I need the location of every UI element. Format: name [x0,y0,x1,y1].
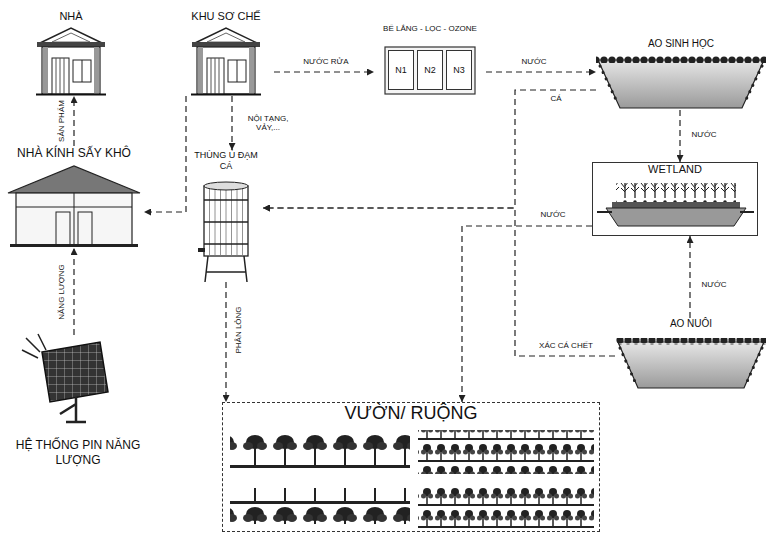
node-label: WETLAND [648,163,702,176]
edge-label: NƯỚC [519,57,548,66]
edge-label: SẢN PHẨM [57,98,66,144]
node-label: AO NUÔI [670,318,712,330]
node-label: HỆ THỐNG PIN NĂNG LƯỢNG [13,438,143,467]
solar-node: HỆ THỐNG PIN NĂNG LƯỢNG [13,335,143,467]
edge-label: NĂNG LƯỢNG [57,262,66,321]
flow-arrow [73,248,74,335]
flow-arrow [231,96,232,150]
flow-arrow [144,96,186,212]
greenhouse-icon [8,166,140,247]
house-node: NHÀ [30,10,112,96]
edge-label: XÁC CÁ CHẾT [537,341,595,350]
tank-node: THÙNG Ủ ĐẠM CÁ [189,150,263,282]
flow-arrow [274,71,374,72]
tank-node: BỂ LẮNG - LỌC - OZONE N1 N2 N3 [374,24,486,96]
node-label: AO SINH HỌC [648,38,714,50]
edge-label: NƯỚC [538,210,567,219]
flow-arrow [263,90,596,208]
edge-label: PHÂN LỎNG [234,304,243,355]
garden-box: VƯỜN/ RUỘNG [222,402,600,532]
plants-icon [230,430,594,528]
pond-node: AO SINH HỌC [596,38,766,110]
node-label: N2 [424,65,436,76]
node-label: N3 [453,65,465,76]
pond-icon [616,338,766,388]
chamber-box: N1 [388,50,414,90]
chamber-box: N2 [417,50,443,90]
node-label: BỂ LẮNG - LỌC - OZONE [383,24,477,34]
flow-arrow [73,96,74,146]
house-icon [191,28,261,95]
flow-arrow [689,236,690,318]
edge-label: NƯỚC [689,130,718,139]
pond-node: AO NUÔI [615,318,767,390]
greenhouse-node: NHÀ KÍNH SẤY KHÔ [4,146,144,248]
flow-arrow [225,282,226,402]
node-label: THÙNG Ủ ĐẠM CÁ [189,150,263,172]
solar-panel-icon [22,334,108,422]
edge-label: NƯỚC RỬA [301,57,350,66]
edge-label: NỘI TẠNG, VẢY,... [237,114,299,132]
wetland-box: WETLAND [592,162,758,236]
chamber-box: N3 [446,50,472,90]
tank-icon [198,182,248,282]
house-icon [36,28,106,95]
edge-label: CÁ [548,94,563,103]
flow-arrow [263,208,615,356]
flow-arrow [462,226,592,402]
edge-label: NƯỚC [699,280,728,289]
node-label: VƯỜN/ RUỘNG [345,403,478,425]
wetland-icon [597,183,754,226]
node-label: NHÀ [59,10,82,23]
flow-arrow [679,110,680,162]
tank-outline [385,47,475,94]
node-label: KHU SƠ CHẾ [191,10,260,23]
flow-arrow [486,71,596,72]
node-label: N1 [395,65,407,76]
pond-icon [596,56,766,108]
node-label: NHÀ KÍNH SẤY KHÔ [17,146,131,160]
house-node: KHU SƠ CHẾ [178,10,274,96]
